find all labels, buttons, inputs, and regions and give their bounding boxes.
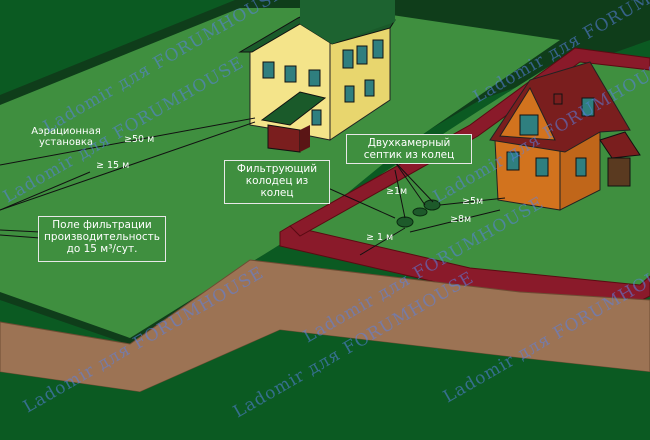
filter-well-label: Фильтрующий колодец из колец — [224, 160, 330, 204]
dim-15m: ≥ 15 м — [96, 160, 130, 171]
filter-field-label: Поле фильтрации производительность до 15… — [38, 216, 166, 262]
dim-50m: ≥50 м — [124, 134, 155, 145]
dim-5m: ≥5м — [462, 196, 484, 207]
dim-1m-b: ≥ 1 м — [366, 232, 394, 243]
dim-8m: ≥8м — [450, 214, 472, 225]
fence — [279, 47, 650, 307]
aeration-unit-label: Аэрационная установка — [31, 126, 101, 148]
main-house — [238, 0, 396, 153]
lower-plot — [0, 330, 650, 440]
septic-label: Двухкамерный септик из колец — [346, 134, 472, 164]
cottage — [489, 61, 641, 211]
dim-1m-a: ≥1м — [386, 186, 408, 197]
